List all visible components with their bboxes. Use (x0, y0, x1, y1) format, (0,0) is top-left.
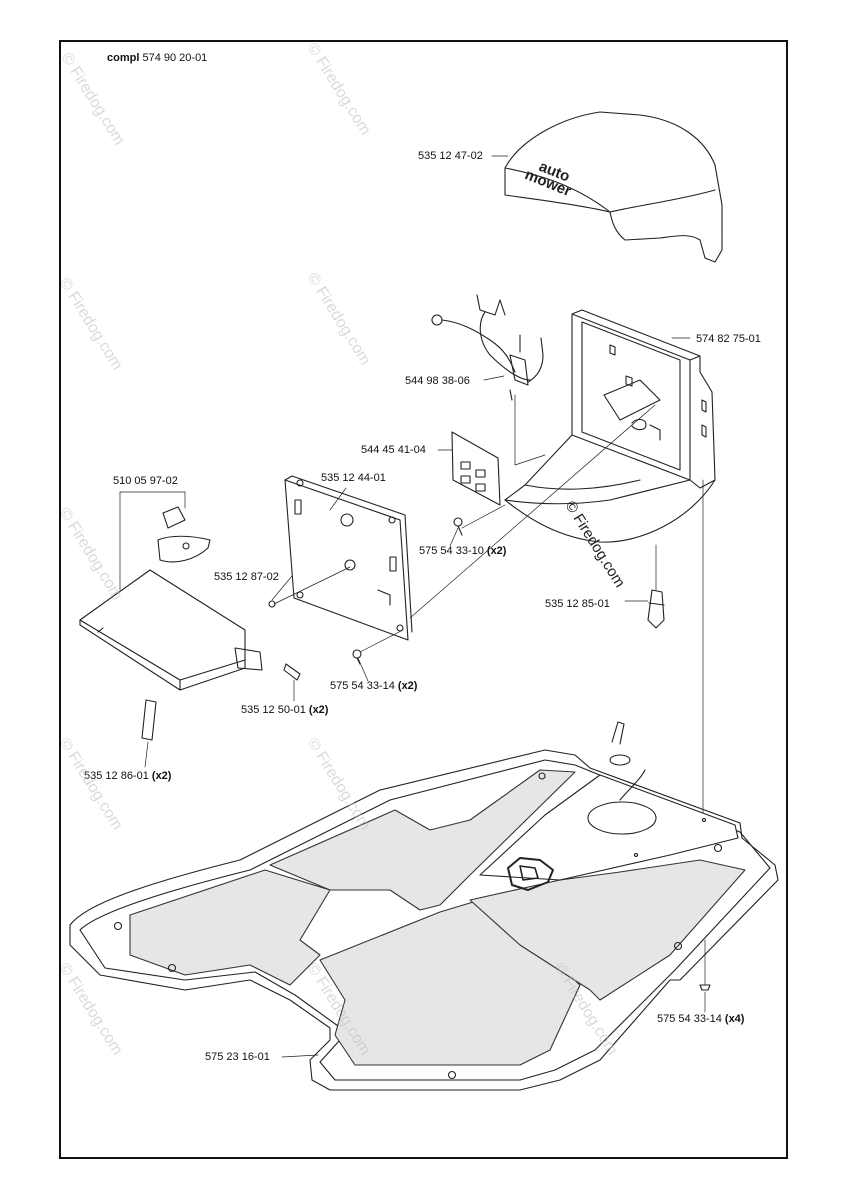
part-label-screw-b: 575 54 33-14 (x2) (330, 680, 417, 693)
part-number: 535 12 44-01 (321, 472, 386, 484)
part-label-plate: 535 12 44-01 (321, 472, 386, 485)
clip-part (141, 699, 157, 741)
part-number: 510 05 97-02 (113, 475, 178, 487)
part-label-screw-c: 575 54 33-14 (x4) (657, 1013, 744, 1026)
part-label-screw-a: 575 54 33-10 (x2) (419, 545, 506, 558)
assembly-lines (273, 394, 706, 986)
part-number: 544 45 41-04 (361, 444, 426, 456)
part-quantity: (x2) (151, 770, 172, 782)
part-label-stud: 535 12 50-01 (x2) (241, 704, 328, 717)
assembly-title: compl 574 90 20-01 (107, 52, 207, 64)
fuse-part (647, 589, 665, 629)
assembly-title-prefix: compl (107, 52, 140, 64)
leader-lines (119, 155, 706, 1058)
cover-part: auto mower (504, 111, 723, 263)
part-label-fuse: 535 12 85-01 (545, 598, 610, 611)
base-plate-part (69, 721, 779, 1091)
screw-b-part (352, 649, 362, 665)
mounting-plate-part (284, 475, 413, 641)
housing-part (504, 309, 716, 543)
part-quantity: (x4) (724, 1013, 745, 1025)
diagram-frame (59, 40, 788, 1159)
part-label-cover: 535 12 47-02 (418, 150, 483, 163)
pin-part (268, 600, 301, 681)
circuit-board-part (451, 431, 501, 506)
part-label-bracket: 510 05 97-02 (113, 475, 178, 488)
screw-a-part (453, 517, 463, 536)
part-label-clip: 535 12 86-01 (x2) (84, 770, 171, 783)
part-number: 575 54 33-14 (330, 680, 395, 692)
part-quantity: (x2) (486, 545, 507, 557)
part-label-pin: 535 12 87-02 (214, 571, 279, 584)
part-number: 574 82 75-01 (696, 333, 761, 345)
part-quantity: (x2) (397, 680, 418, 692)
part-number: 544 98 38-06 (405, 375, 470, 387)
part-label-base: 575 23 16-01 (205, 1051, 270, 1064)
part-quantity: (x2) (308, 704, 329, 716)
part-number: 575 54 33-10 (419, 545, 484, 557)
part-label-pcb: 544 45 41-04 (361, 444, 426, 457)
assembly-title-number: 574 90 20-01 (142, 52, 208, 64)
part-number: 575 23 16-01 (205, 1051, 270, 1063)
part-number: 535 12 86-01 (84, 770, 149, 782)
part-number: 535 12 87-02 (214, 571, 279, 583)
part-number: 535 12 47-02 (418, 150, 483, 162)
part-label-housing: 574 82 75-01 (696, 333, 761, 346)
bracket-part (79, 506, 263, 691)
part-label-cable: 544 98 38-06 (405, 375, 470, 388)
part-number: 535 12 85-01 (545, 598, 610, 610)
part-number: 535 12 50-01 (241, 704, 306, 716)
cable-harness-part (431, 294, 544, 401)
part-number: 575 54 33-14 (657, 1013, 722, 1025)
